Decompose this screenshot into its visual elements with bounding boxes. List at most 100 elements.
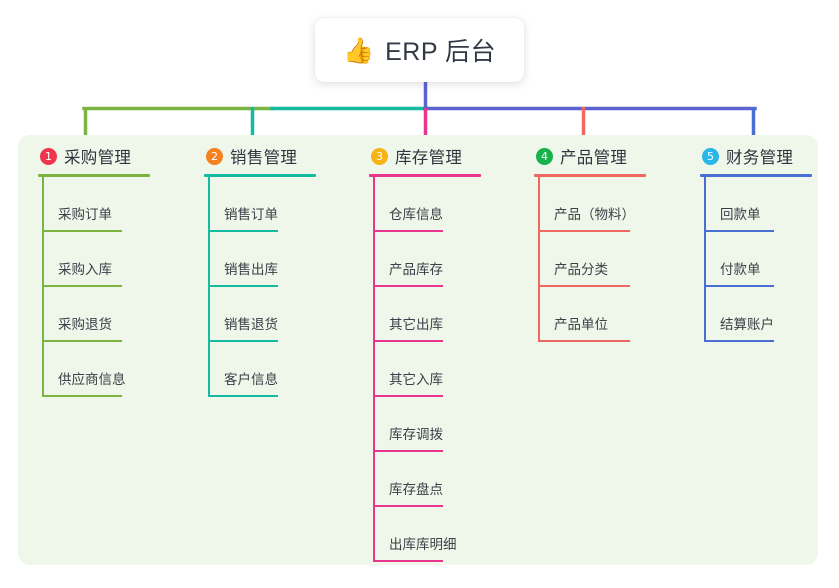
branch-item-underline	[538, 285, 630, 287]
branch-header-underline	[204, 174, 316, 177]
branch-item[interactable]: 产品分类	[534, 232, 646, 287]
branch-item[interactable]: 库存盘点	[369, 452, 481, 507]
branch-spine	[538, 177, 540, 342]
branch-index-badge: 1	[40, 147, 57, 165]
branch-item[interactable]: 采购订单	[38, 177, 150, 232]
branch-item-underline	[208, 395, 278, 397]
branch-item[interactable]: 产品库存	[369, 232, 481, 287]
root-node-content: 👍 ERP 后台	[343, 32, 496, 68]
branch-item-label: 其它出库	[389, 317, 443, 332]
branch-item-underline	[704, 230, 774, 232]
branch-item-label: 出库库明细	[389, 537, 457, 552]
branch-header-3[interactable]: 3 库存管理	[369, 143, 481, 169]
branch-item[interactable]: 付款单	[700, 232, 812, 287]
branch-item-label: 销售出库	[224, 262, 278, 277]
branch-item-label: 回款单	[720, 207, 761, 222]
branch-item-underline	[42, 340, 122, 342]
branch-spine	[373, 177, 375, 562]
branch-item[interactable]: 供应商信息	[38, 342, 150, 397]
root-node-card[interactable]: 👍 ERP 后台	[315, 18, 524, 82]
branch-item[interactable]: 采购退货	[38, 287, 150, 342]
branch-item[interactable]: 销售出库	[204, 232, 316, 287]
branch-item-list: 回款单付款单结算账户	[700, 177, 812, 342]
branch-item-label: 供应商信息	[58, 372, 126, 387]
branch-item-underline	[208, 340, 278, 342]
branch-item-underline	[538, 230, 630, 232]
branch-item-label: 库存调拨	[389, 427, 443, 442]
branch-index-badge: 3	[371, 147, 388, 165]
branch-item-underline	[42, 230, 122, 232]
branch-item[interactable]: 库存调拨	[369, 397, 481, 452]
branch-item-label: 产品分类	[554, 262, 608, 277]
branch-item[interactable]: 仓库信息	[369, 177, 481, 232]
branch-item-label: 采购入库	[58, 262, 112, 277]
branch-item-label: 结算账户	[720, 317, 774, 332]
branch-item-label: 库存盘点	[389, 482, 443, 497]
branch-item[interactable]: 回款单	[700, 177, 812, 232]
branch-header-underline	[369, 174, 481, 177]
branch-header-underline	[38, 174, 150, 177]
branch-item[interactable]: 客户信息	[204, 342, 316, 397]
branch-item[interactable]: 采购入库	[38, 232, 150, 287]
branch-item-label: 客户信息	[224, 372, 278, 387]
branch-item-underline	[373, 450, 443, 452]
branch-column-2[interactable]: 2 销售管理销售订单销售出库销售退货客户信息	[204, 143, 316, 397]
branch-index-badge: 5	[702, 147, 719, 165]
branch-header-2[interactable]: 2 销售管理	[204, 143, 316, 169]
branch-item[interactable]: 结算账户	[700, 287, 812, 342]
branch-item-underline	[373, 230, 443, 232]
branch-item[interactable]: 其它入库	[369, 342, 481, 397]
branch-index-badge: 2	[206, 147, 223, 165]
branch-item-underline	[373, 395, 443, 397]
branch-header-1[interactable]: 1 采购管理	[38, 143, 150, 169]
branch-spine	[42, 177, 44, 397]
branch-item-label: 产品（物料）	[554, 207, 635, 222]
root-node-title: ERP 后台	[385, 38, 497, 66]
branch-title: 库存管理	[395, 149, 463, 167]
branch-title: 产品管理	[560, 149, 628, 167]
thumbs-up-icon: 👍	[342, 35, 375, 65]
branch-spine	[704, 177, 706, 342]
branch-column-3[interactable]: 3 库存管理仓库信息产品库存其它出库其它入库库存调拨库存盘点出库库明细	[369, 143, 481, 562]
branch-item-label: 销售退货	[224, 317, 278, 332]
branch-item[interactable]: 其它出库	[369, 287, 481, 342]
branch-item-underline	[42, 285, 122, 287]
branch-item-list: 产品（物料） 产品分类产品单位	[534, 177, 646, 342]
branch-item-list: 采购订单采购入库采购退货供应商信息	[38, 177, 150, 397]
branch-item-underline	[42, 395, 122, 397]
branch-item-label: 其它入库	[389, 372, 443, 387]
branch-title: 采购管理	[64, 149, 132, 167]
branch-title: 销售管理	[230, 149, 298, 167]
branch-item[interactable]: 出库库明细	[369, 507, 481, 562]
branch-item[interactable]: 产品（物料）	[534, 177, 646, 232]
branch-header-underline	[534, 174, 646, 177]
branch-item-label: 产品单位	[554, 317, 608, 332]
branch-item-underline	[373, 285, 443, 287]
branch-item-label: 采购退货	[58, 317, 112, 332]
branch-item-label: 产品库存	[389, 262, 443, 277]
branch-item-underline	[704, 285, 774, 287]
branch-item-list: 销售订单销售出库销售退货客户信息	[204, 177, 316, 397]
branch-item-list: 仓库信息产品库存其它出库其它入库库存调拨库存盘点出库库明细	[369, 177, 481, 562]
branch-item-underline	[373, 560, 443, 562]
branch-spine	[208, 177, 210, 397]
branch-item-label: 付款单	[720, 262, 761, 277]
branch-item-underline	[373, 340, 443, 342]
branch-item[interactable]: 产品单位	[534, 287, 646, 342]
branch-item[interactable]: 销售订单	[204, 177, 316, 232]
branch-item-underline	[208, 230, 278, 232]
branch-column-1[interactable]: 1 采购管理采购订单采购入库采购退货供应商信息	[38, 143, 150, 397]
branch-item-label: 仓库信息	[389, 207, 443, 222]
branch-item-underline	[373, 505, 443, 507]
branch-item-underline	[538, 340, 630, 342]
branch-header-underline	[700, 174, 812, 177]
branch-item[interactable]: 销售退货	[204, 287, 316, 342]
branch-item-underline	[704, 340, 774, 342]
branch-item-label: 采购订单	[58, 207, 112, 222]
